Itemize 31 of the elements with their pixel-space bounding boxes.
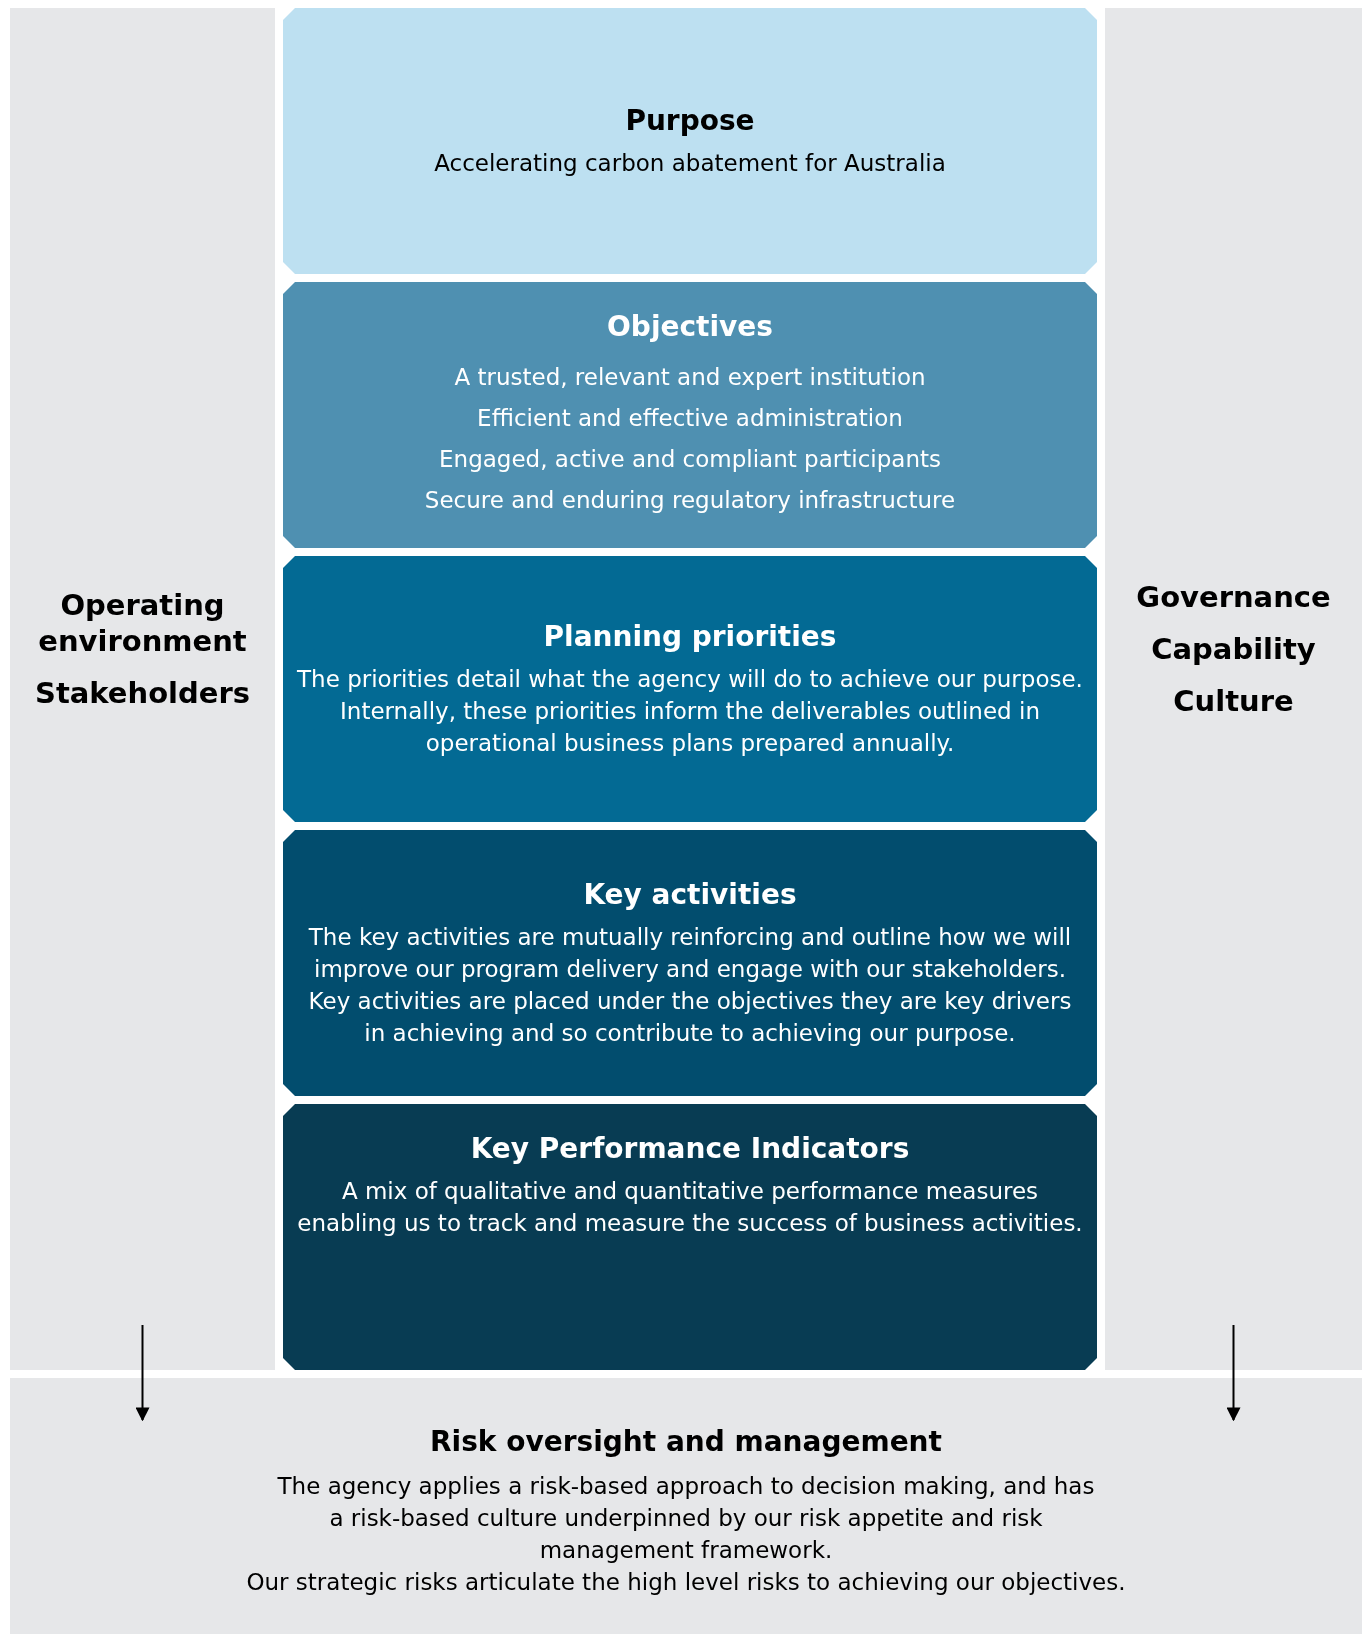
arrow	[135, 1324, 150, 1422]
risk-panel	[10, 1378, 1362, 1634]
list-item: Efficient and effective administration	[477, 403, 903, 433]
heading: Planning priorities	[543, 619, 837, 653]
description: Accelerating carbon abatement for Australia	[434, 148, 946, 178]
purpose-band	[283, 8, 1097, 274]
arrow	[1226, 1324, 1241, 1422]
description: The priorities detail what the agency will do to achieve our purpose. Internally, these priorities inform the deliverables outlined in operational business plans prepared annually.	[296, 664, 1084, 758]
objectives-band	[283, 282, 1097, 548]
heading: Capability	[1151, 631, 1316, 667]
heading: Purpose	[625, 103, 755, 137]
description: A mix of qualitative and quantitative performance measures enabling us to track and measure the success of business activities.	[296, 1177, 1084, 1238]
list-item: Engaged, active and compliant participants	[439, 444, 941, 474]
heading: Key activities	[583, 877, 797, 911]
list-item: A trusted, relevant and expert institution	[454, 362, 926, 392]
description: The key activities are mutually reinforcing and outline how we will improve our program delivery and engage with our stakeholders. Key activities are placed under the objectives they are key drivers in achieving and so contribute to achieving our purpose.	[307, 922, 1073, 1048]
activities-band	[283, 830, 1097, 1096]
heading: Objectives	[607, 309, 773, 343]
side-panel	[10, 8, 275, 1370]
heading: Governance	[1136, 579, 1331, 615]
list-item: Secure and enduring regulatory infrastructure	[424, 485, 956, 515]
heading: Risk oversight and management	[430, 1424, 942, 1458]
heading: Stakeholders	[35, 675, 250, 711]
heading: Key Performance Indicators	[470, 1132, 910, 1165]
heading: Culture	[1173, 683, 1294, 719]
description: The agency applies a risk-based approach to decision making, and has a risk-based culture underpinned by our risk appetite and risk management framework.	[276, 1471, 1096, 1565]
side-panel	[1105, 8, 1362, 1370]
priorities-band	[283, 556, 1097, 822]
description: Our strategic risks articulate the high level risks to achieving our objectives.	[246, 1567, 1126, 1597]
kpi-band	[283, 1104, 1097, 1370]
heading: Operating environment	[37, 587, 248, 659]
